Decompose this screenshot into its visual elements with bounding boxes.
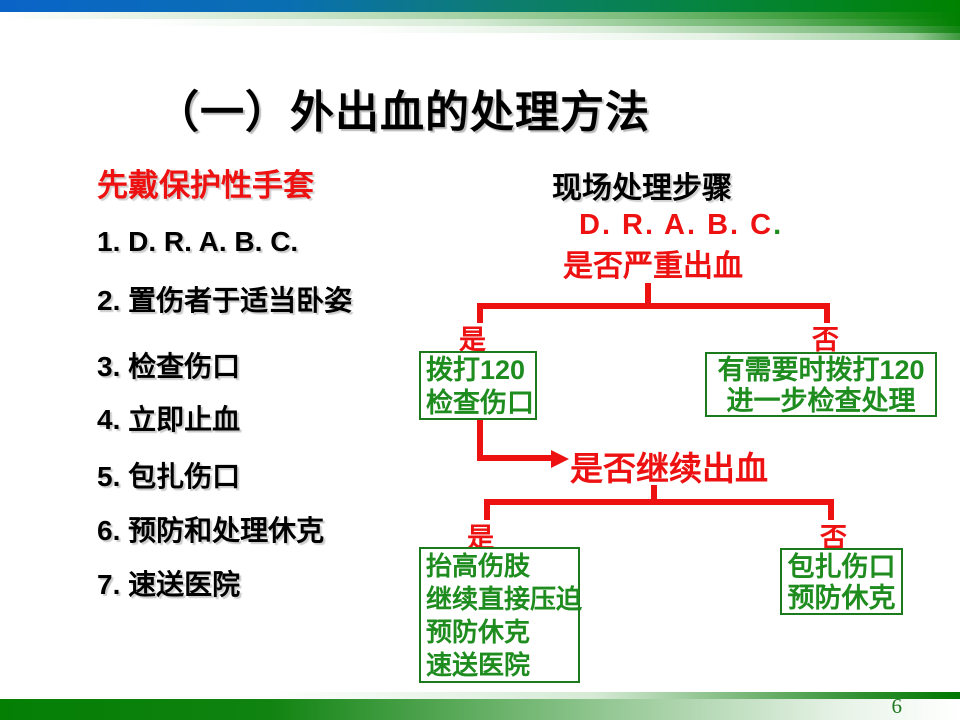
- box-line: 继续直接压迫: [426, 584, 583, 614]
- connector-drop-right-1: [824, 309, 830, 323]
- page-number: 6: [891, 694, 903, 718]
- box-line: 进一步检查处理: [726, 386, 916, 416]
- connector-arrow-shaft: [477, 455, 555, 461]
- top-gradient-strip-2: [0, 19, 960, 26]
- drabc-text: D. R. A. B. C: [579, 209, 774, 241]
- top-gradient-bar: [0, 0, 960, 12]
- list-item: 7. 速送医院: [97, 569, 241, 600]
- box-line: 拨打120: [426, 355, 526, 385]
- connector-horizontal-2: [484, 499, 834, 505]
- connector-stub-top: [645, 283, 651, 305]
- flowchart-heading: 现场处理步骤: [552, 172, 732, 205]
- left-panel-heading: 先戴保护性手套: [97, 168, 314, 203]
- box-line: 检查伤口: [426, 388, 534, 418]
- connector-drop-left-2: [484, 505, 490, 520]
- slide-title: （一）外出血的处理方法: [155, 88, 650, 137]
- list-item: 1. D. R. A. B. C.: [97, 226, 299, 257]
- connector-vertical-2: [477, 420, 483, 460]
- box-call-if-needed: 有需要时拨打120 进一步检查处理: [705, 352, 937, 417]
- branch-label-yes-1: 是: [459, 325, 486, 355]
- top-gradient-strip-4: [0, 33, 960, 40]
- box-line: 有需要时拨打120: [717, 355, 925, 385]
- connector-horizontal-1: [477, 303, 830, 309]
- box-call-120: 拨打120 检查伤口: [419, 351, 537, 420]
- flowchart-question-continued-bleeding: 是否继续出血: [570, 450, 768, 487]
- list-item: 5. 包扎伤口: [97, 461, 241, 492]
- connector-drop-left-1: [477, 309, 483, 323]
- box-line: 抬高伤肢: [426, 551, 531, 581]
- box-line: 预防休克: [426, 617, 531, 647]
- list-item: 3. 检查伤口: [97, 351, 241, 382]
- box-bandage-wound: 包扎伤口 预防休克: [780, 548, 903, 615]
- box-line: 包扎伤口: [787, 552, 896, 582]
- top-gradient-strip-1: [0, 12, 960, 19]
- list-item: 4. 立即止血: [97, 404, 241, 435]
- box-line: 预防休克: [787, 583, 896, 613]
- list-item: 6. 预防和处理休克: [97, 515, 325, 546]
- branch-label-no-1: 否: [812, 325, 839, 355]
- flowchart-drabc: D. R. A. B. C.: [579, 209, 783, 242]
- box-line: 速送医院: [426, 650, 531, 680]
- connector-stub-2: [651, 485, 657, 501]
- bottom-gradient-bar: [0, 699, 960, 720]
- arrow-right-icon: [551, 450, 569, 468]
- top-gradient-strip-3: [0, 26, 960, 33]
- connector-drop-right-2: [828, 505, 834, 520]
- drabc-green-dot: .: [773, 209, 784, 241]
- box-continue-pressure: 抬高伤肢 继续直接压迫 预防休克 速送医院: [419, 547, 583, 683]
- bottom-gradient-strip: [0, 692, 960, 699]
- list-item: 2. 置伤者于适当卧姿: [97, 285, 353, 316]
- flowchart-question-severe-bleeding: 是否严重出血: [563, 250, 743, 283]
